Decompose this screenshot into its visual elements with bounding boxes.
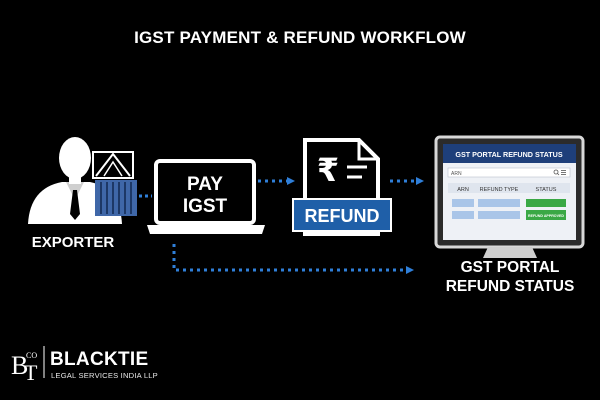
portal-menu-icon <box>561 170 566 175</box>
portal-col-arn: ARN <box>457 187 469 193</box>
rupee-symbol: ₹ <box>317 152 339 188</box>
laptop-icon <box>147 159 265 234</box>
portal-status-approved: REFUND APPROVED <box>528 214 564 218</box>
brand-name: BLACKTIE <box>50 349 149 370</box>
portal-search-icon <box>553 169 560 176</box>
laptop-pay-text: PAY <box>187 174 223 195</box>
brand-subtitle: LEGAL SERVICES INDIA LLP <box>51 371 158 380</box>
blacktie-logo-icon: B CO T <box>11 346 45 385</box>
brand-monogram-t: T <box>24 360 38 385</box>
portal-search-text: ARN <box>451 171 462 177</box>
refund-badge-text: REFUND <box>305 206 380 226</box>
portal-status-label: GST PORTAL REFUND STATUS <box>430 258 590 296</box>
refund-document-icon <box>292 138 392 236</box>
exporter-label: EXPORTER <box>31 234 115 251</box>
portal-label-line1: GST PORTAL <box>460 259 560 276</box>
brand-monogram-co: CO <box>26 351 37 360</box>
laptop-igst-text: IGST <box>183 196 228 217</box>
portal-label-line2: REFUND STATUS <box>445 278 575 295</box>
diagram-title: IGST PAYMENT & REFUND WORKFLOW <box>134 28 466 47</box>
portal-col-status: STATUS <box>536 187 557 193</box>
brand-monogram-b: B <box>11 351 28 380</box>
portal-monitor-icon <box>434 135 585 258</box>
arrow-laptop-to-portal-status <box>172 244 414 274</box>
portal-col-refund-type: REFUND TYPE <box>480 187 519 193</box>
portal-screen-header: GST PORTAL REFUND STATUS <box>455 150 562 159</box>
shipping-container-icon <box>92 151 137 216</box>
